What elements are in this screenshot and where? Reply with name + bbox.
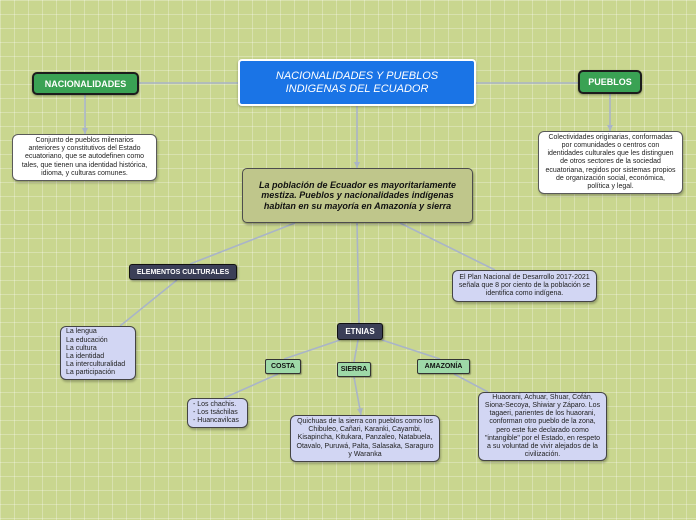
pueblos-label: PUEBLOS [588, 77, 632, 87]
nacionalidades-description: Conjunto de pueblos milenarios anteriore… [21, 137, 148, 177]
plan-nacional-text: El Plan Nacional de Desarrollo 2017-2021… [458, 273, 591, 298]
pueblos-node[interactable]: PUEBLOS [578, 70, 642, 94]
nacionalidades-node[interactable]: NACIONALIDADES [32, 72, 139, 95]
elementos-culturales-label: ELEMENTOS CULTURALES [136, 268, 230, 276]
amazonia-tag[interactable]: AMAZONÍA [417, 359, 470, 374]
sierra-label: SIERRA [340, 366, 368, 373]
etnias-label: ETNIAS [345, 327, 375, 336]
costa-tag[interactable]: COSTA [265, 359, 301, 374]
amazonia-label: AMAZONÍA [424, 363, 463, 370]
etnias-node[interactable]: ETNIAS [337, 323, 383, 340]
pueblos-description-note[interactable]: Colectividades originarias, conformadas … [538, 131, 683, 194]
main-title: NACIONALIDADES Y PUEBLOS INDIGENAS DEL E… [275, 69, 439, 95]
sierra-etnias-note[interactable]: Quichuas de la sierra con pueblos como l… [290, 415, 440, 462]
sierra-etnias-text: Quichuas de la sierra con pueblos como l… [296, 418, 434, 458]
pueblos-description: Colectividades originarias, conformadas … [545, 133, 676, 191]
central-statement: La población de Ecuador es mayoritariame… [258, 179, 457, 211]
nacionalidades-description-note[interactable]: Conjunto de pueblos milenarios anteriore… [12, 134, 157, 181]
elementos-culturales-list-note[interactable]: La lengua La educación La cultura La ide… [60, 326, 136, 380]
nacionalidades-label: NACIONALIDADES [44, 78, 127, 89]
central-statement-node[interactable]: La población de Ecuador es mayoritariame… [242, 168, 473, 223]
costa-label: COSTA [271, 363, 295, 370]
elementos-culturales-node[interactable]: ELEMENTOS CULTURALES [129, 264, 237, 280]
plan-nacional-note[interactable]: El Plan Nacional de Desarrollo 2017-2021… [452, 270, 597, 302]
amazonia-etnias-note[interactable]: Huaorani, Achuar, Shuar, Cofán, Siona-Se… [478, 392, 607, 461]
main-title-node[interactable]: NACIONALIDADES Y PUEBLOS INDIGENAS DEL E… [238, 59, 476, 106]
amazonia-etnias-text: Huaorani, Achuar, Shuar, Cofán, Siona-Se… [484, 393, 601, 459]
sierra-tag[interactable]: SIERRA [337, 362, 371, 377]
costa-etnias-list: - Los chachis. - Los tsáchilas - Huancav… [193, 400, 239, 425]
costa-etnias-note[interactable]: - Los chachis. - Los tsáchilas - Huancav… [187, 398, 248, 428]
elementos-culturales-list: La lengua La educación La cultura La ide… [66, 328, 126, 377]
